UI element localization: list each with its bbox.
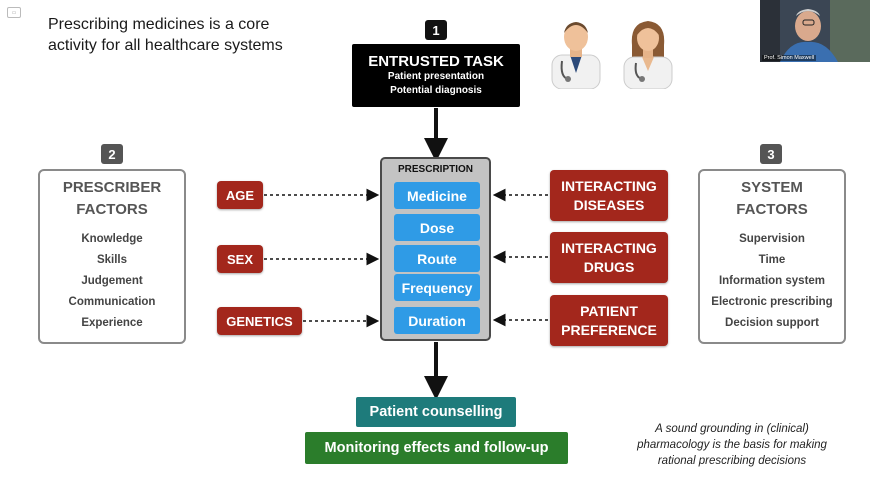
prescriber-factor-item: Experience <box>81 317 143 329</box>
system-factor-item: Supervision <box>739 233 805 245</box>
prescription-title: PRESCRIPTION <box>397 164 473 175</box>
prescription-item-frequency: Frequency <box>394 274 480 301</box>
participant-video-tile[interactable]: Prof. Simon Maxwell <box>760 0 870 62</box>
female-doctor-icon <box>623 21 673 89</box>
prescriber-factor-item: Knowledge <box>81 233 143 245</box>
system-factors-box: SYSTEM FACTORS Supervision Time Informat… <box>698 169 846 344</box>
system-factor-item: Electronic prescribing <box>711 296 833 308</box>
interacting-diseases-tag: INTERACTING DISEASES <box>550 170 668 221</box>
participant-name: Prof. Simon Maxwell <box>762 55 817 61</box>
slide-counter-icon: ▭ <box>7 7 21 18</box>
prescription-panel: PRESCRIPTION Medicine Dose Route Frequen… <box>380 157 491 341</box>
participant-avatar <box>760 0 870 62</box>
entrusted-task-line-1: Patient presentation <box>387 71 485 82</box>
sex-tag: SEX <box>217 245 263 273</box>
prescription-item-duration: Duration <box>394 307 480 334</box>
age-tag: AGE <box>217 181 263 209</box>
monitoring-followup-box: Monitoring effects and follow-up <box>305 432 568 464</box>
prescription-item-dose: Dose <box>394 214 480 241</box>
step-badge-3: 3 <box>760 144 782 164</box>
step-badge-1: 1 <box>425 20 447 40</box>
system-factors-title: SYSTEM FACTORS <box>736 179 808 218</box>
male-doctor-icon <box>551 22 601 89</box>
pharmacology-quote: A sound grounding in (clinical) pharmaco… <box>637 423 827 467</box>
system-factor-item: Decision support <box>725 317 819 329</box>
entrusted-task-title: ENTRUSTED TASK <box>368 53 504 70</box>
entrusted-task-box: ENTRUSTED TASK Patient presentation Pote… <box>352 44 520 107</box>
prescriber-factors-box: PRESCRIBER FACTORS Knowledge Skills Judg… <box>38 169 186 344</box>
prescriber-factor-item: Skills <box>96 254 128 266</box>
system-factor-item: Time <box>758 254 786 266</box>
step-badge-2: 2 <box>101 144 123 164</box>
prescriber-factor-item: Judgement <box>81 275 143 287</box>
system-factor-item: Information system <box>718 275 826 287</box>
patient-counselling-box: Patient counselling <box>356 397 516 427</box>
patient-preference-tag: PATIENT PREFERENCE <box>550 295 668 346</box>
prescriber-factor-item: Communication <box>68 296 156 308</box>
slide-headline: Prescribing medicines is a core activity… <box>48 16 283 54</box>
prescription-item-medicine: Medicine <box>394 182 480 209</box>
prescriber-factors-title: PRESCRIBER FACTORS <box>62 179 162 218</box>
genetics-tag: GENETICS <box>217 307 302 335</box>
prescription-item-route: Route <box>394 245 480 272</box>
interacting-drugs-tag: INTERACTING DRUGS <box>550 232 668 283</box>
entrusted-task-line-2: Potential diagnosis <box>390 85 482 96</box>
